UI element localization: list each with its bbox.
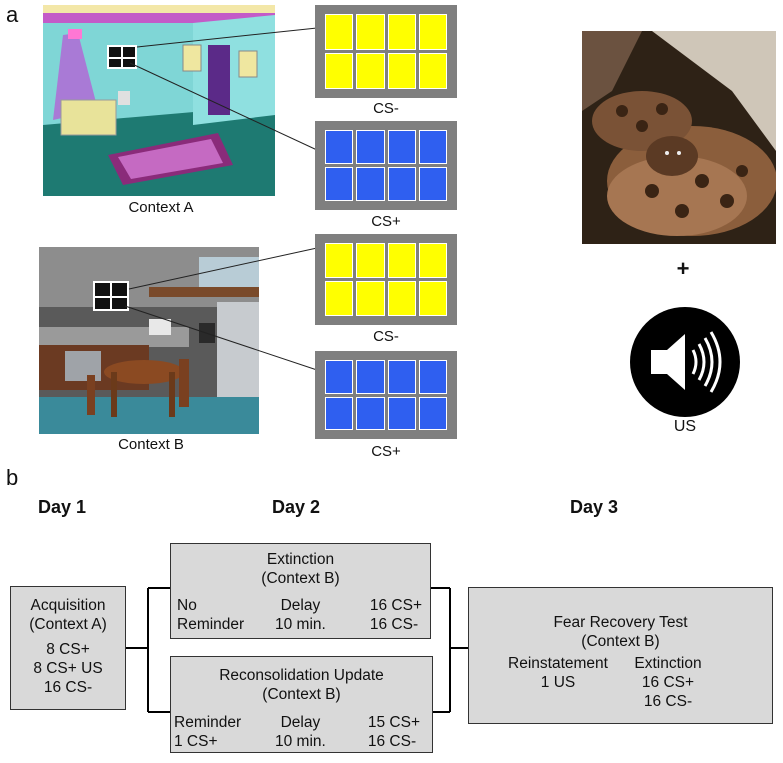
us-label: US (673, 418, 697, 435)
extinction-cell: Delay (280, 597, 321, 614)
plus-sign: + (676, 256, 690, 281)
extinction-cell: 10 min. (275, 616, 326, 633)
context-a-cs-plus-window (315, 121, 457, 210)
context-b-room-illustration (39, 247, 259, 434)
acquisition-line: 8 CS+ US (33, 660, 103, 677)
context-a-label: Context A (128, 199, 194, 216)
day-1-label: Day 1 (38, 497, 87, 517)
context-b-label: Context B (118, 436, 184, 453)
context-a-room-illustration (43, 5, 275, 196)
snake-photo (582, 31, 776, 244)
fear-recovery-box: Fear Recovery Test (Context B) Reinstate… (468, 587, 773, 724)
reconsolidation-cell: Delay (280, 714, 321, 731)
fear-extinction-value: 16 CS- (643, 693, 693, 710)
extinction-cell: 16 CS+ (369, 597, 422, 614)
acquisition-line: 16 CS- (43, 679, 93, 696)
acquisition-box: Acquisition (Context A) 8 CS+ 8 CS+ US 1… (10, 586, 126, 710)
context-a-cs-minus-label: CS- (373, 100, 399, 117)
reconsolidation-cell: Reminder (174, 714, 242, 731)
speaker-icon (629, 306, 741, 418)
context-a-cs-plus-label: CS+ (371, 213, 401, 230)
day-2-label: Day 2 (272, 497, 321, 517)
reconsolidation-title: Reconsolidation Update (219, 667, 384, 684)
panel-a-letter: a (6, 2, 19, 27)
reconsolidation-cell: 16 CS- (367, 733, 417, 750)
extinction-title: Extinction (266, 551, 335, 568)
reconsolidation-cell: 10 min. (275, 733, 326, 750)
extinction-cell: 16 CS- (369, 616, 419, 633)
context-b-window-icon (93, 281, 129, 311)
context-b-cs-plus-window (315, 351, 457, 439)
fear-recovery-title: Fear Recovery Test (553, 614, 688, 631)
reconsolidation-cell: 1 CS+ (174, 733, 218, 750)
reinstatement-column: Reinstatement 1 US (499, 654, 617, 692)
extinction-trials-column: 16 CS+ 16 CS- (370, 596, 422, 634)
fear-recovery-context: (Context B) (581, 633, 660, 650)
fear-extinction-column: Extinction 16 CS+ 16 CS- (627, 654, 709, 711)
reconsolidation-context: (Context B) (262, 686, 341, 703)
reinstatement-value: 1 US (540, 674, 576, 691)
acquisition-title: Acquisition (30, 597, 106, 614)
context-b-cs-minus-window (315, 234, 457, 325)
context-b-cs-minus-label: CS- (373, 328, 399, 345)
reconsolidation-trials-column: 15 CS+ 16 CS- (368, 713, 420, 751)
reconsolidation-box: Reconsolidation Update (Context B) Remin… (170, 656, 433, 753)
context-a-window-icon (107, 45, 137, 69)
reconsolidation-delay-column: Delay 10 min. (275, 713, 326, 751)
acquisition-context: (Context A) (29, 616, 107, 633)
reconsolidation-reminder-column: Reminder 1 CS+ (174, 713, 241, 751)
extinction-delay-column: Delay 10 min. (275, 596, 326, 634)
reinstatement-label: Reinstatement (508, 655, 608, 672)
fear-extinction-label: Extinction (634, 655, 702, 672)
context-a-cs-minus-window (315, 5, 457, 98)
panel-b-letter: b (6, 465, 19, 490)
extinction-cell: No (177, 597, 197, 614)
acquisition-line: 8 CS+ (46, 641, 90, 658)
extinction-reminder-column: No Reminder (177, 596, 244, 634)
fear-extinction-value: 16 CS+ (641, 674, 695, 691)
extinction-box: Extinction (Context B) No Reminder Delay… (170, 543, 431, 639)
extinction-context: (Context B) (261, 570, 340, 587)
day-3-label: Day 3 (570, 497, 619, 517)
reconsolidation-cell: 15 CS+ (367, 714, 420, 731)
context-b-cs-plus-label: CS+ (371, 443, 401, 460)
extinction-cell: Reminder (177, 616, 245, 633)
